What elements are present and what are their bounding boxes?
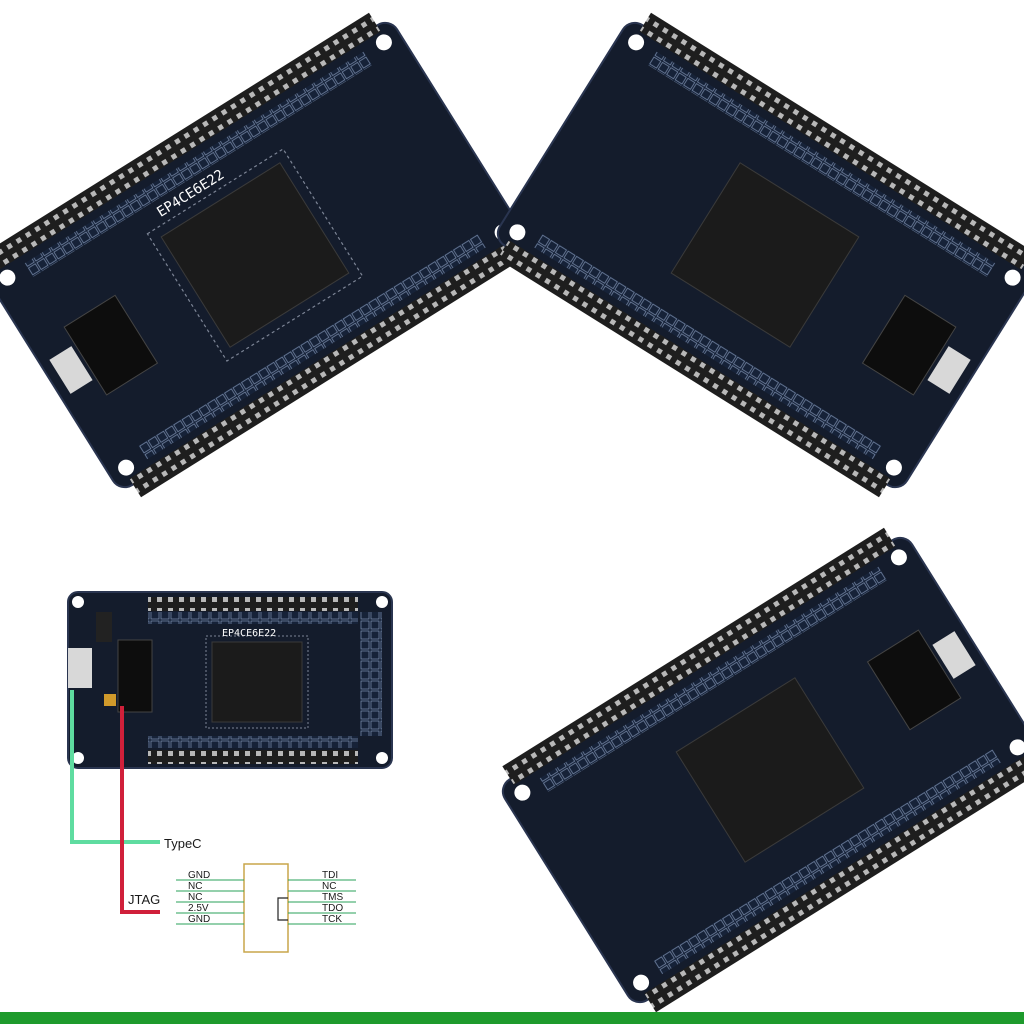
jtag-right-pin-label: TDO [322,903,343,914]
jtag-left-pin-label: GND [188,870,210,881]
jtag-right-pin-label: TDI [322,870,338,881]
typec-label: TypeC [164,836,202,851]
flat-chip-label: EP4CE6E22 [222,628,276,639]
jtag-left-pin-label: NC [188,881,202,892]
jtag-left-pin-label: 2.5V [188,903,209,914]
board-photo-top-left: EP4CE6E22 [0,12,524,498]
jtag-right-pin-label: TCK [322,914,342,925]
board-photo-bottom-right [501,527,1024,1013]
jtag-right-pin-label: NC [322,881,336,892]
board-photo-flat: EP4CE6E22 [67,591,393,769]
accent-bar [0,1012,1024,1024]
jtag-left-pin-label: GND [188,914,210,925]
jtag-line [120,706,160,914]
jtag-label: JTAG [128,892,160,907]
jtag-left-pin-label: NC [188,892,202,903]
board-photo-top-right [496,12,1024,498]
jtag-right-pin-label: TMS [322,892,343,903]
typec-line [70,690,160,844]
